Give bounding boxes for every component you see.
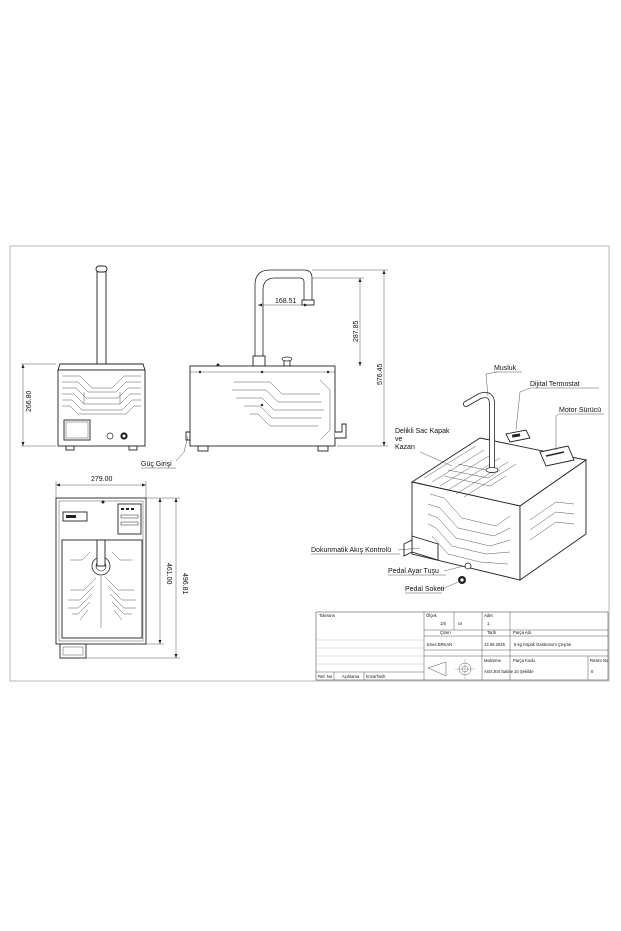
tb-drawn-value: Enes ERKAN bbox=[427, 642, 452, 647]
dim-top-width: 279.00 bbox=[55, 476, 147, 498]
dim-spout-reach: 168.51 bbox=[258, 298, 308, 307]
dim-top-total-depth: 496.81 bbox=[86, 497, 188, 659]
label-thermostat-text: Dijital Termostat bbox=[530, 381, 580, 388]
label-pedal-adjust: Pedal Ayar Tuşu bbox=[388, 565, 465, 576]
front-view bbox=[57, 265, 146, 451]
tb-drawn-label: Çizen bbox=[440, 630, 451, 635]
dim-top-depth-value: 461.00 bbox=[165, 563, 172, 585]
dim-total-height: 576.45 bbox=[312, 269, 388, 447]
tb-tolerance-label: Tolerans bbox=[319, 613, 335, 618]
tb-material-label: Malzeme bbox=[484, 658, 502, 663]
dim-top-total-depth-value: 496.81 bbox=[181, 573, 188, 595]
label-touch-control: Dokunmatik Akış Kontrolü bbox=[311, 547, 421, 555]
dim-top-depth: 461.00 bbox=[146, 497, 172, 645]
label-power-inlet-text: Güç Girişi bbox=[141, 461, 172, 468]
label-faucet-text: Musluk bbox=[494, 365, 517, 372]
tb-description-col: Açıklama bbox=[342, 674, 360, 679]
dim-spout-reach-value: 168.51 bbox=[275, 298, 297, 305]
top-view bbox=[55, 497, 147, 659]
label-perforated-lid-line3: Kazan bbox=[395, 444, 415, 451]
dim-spout-height: 287.85 bbox=[312, 277, 364, 366]
tb-sheet-value: 1 bbox=[487, 621, 490, 626]
label-perforated-lid-line1: Delikli Sac Kapak bbox=[395, 428, 450, 435]
label-faucet: Musluk bbox=[485, 365, 522, 397]
tb-date-value: 14.09.2025 bbox=[484, 642, 506, 647]
projection-symbol-icon bbox=[427, 659, 475, 679]
label-pedal-socket-text: Pedal Soketi bbox=[405, 586, 445, 593]
tb-scale-unit: cs bbox=[458, 621, 462, 626]
tb-part-name-value: 6 kg Köpük Gastronom Çeşme bbox=[514, 642, 572, 647]
label-pedal-socket: Pedal Soketi bbox=[405, 581, 459, 594]
tb-date-label: Tarih bbox=[487, 630, 497, 635]
label-power-inlet: Güç Girişi bbox=[141, 435, 189, 469]
isometric-view bbox=[403, 392, 588, 584]
dim-front-height-value: 266.80 bbox=[26, 390, 33, 412]
dim-total-height-value: 576.45 bbox=[377, 363, 384, 385]
label-motor-driver-text: Motor Sürücü bbox=[559, 407, 601, 414]
side-view bbox=[185, 269, 347, 452]
dim-top-width-value: 279.00 bbox=[91, 476, 113, 483]
tb-drawing-no-label: Resim No bbox=[590, 658, 609, 663]
dim-front-height: 266.80 bbox=[21, 363, 56, 447]
label-perforated-lid-line2: ve bbox=[395, 436, 403, 443]
dim-spout-height-value: 287.85 bbox=[353, 320, 360, 342]
label-perforated-lid: Delikli Sac Kapak ve Kazan bbox=[395, 428, 453, 467]
tb-material-value: AISI 304 Satine bbox=[484, 669, 514, 674]
sheet-border bbox=[9, 245, 610, 682]
tb-scale-value: 1/5 bbox=[440, 621, 446, 626]
svg-text:Delikli Sac Kapak ve: Delikli Sac Kapak ve Kazan bbox=[395, 428, 451, 451]
title-block: Tolerans Ölçek 1/5 cs Adet 1 Çizen Tarih… bbox=[315, 611, 609, 681]
tb-signature-col: İmza/Tarih bbox=[366, 674, 386, 679]
tb-part-code-value: 10 Şekilde bbox=[514, 669, 534, 674]
label-thermostat: Dijital Termostat bbox=[515, 381, 599, 431]
label-touch-control-text: Dokunmatik Akış Kontrolü bbox=[311, 547, 391, 554]
tb-scale-label: Ölçek bbox=[426, 613, 438, 618]
tb-drawing-no-value: 0 bbox=[591, 669, 594, 674]
tb-revision-col: Ref. No bbox=[318, 674, 333, 679]
tb-part-name-label: Parça Adı bbox=[513, 630, 531, 635]
tb-sheet-label: Adet bbox=[484, 613, 493, 618]
label-pedal-adjust-text: Pedal Ayar Tuşu bbox=[388, 568, 439, 575]
label-motor-driver: Motor Sürücü bbox=[555, 407, 604, 450]
tb-part-code-label: Parça Kodu bbox=[513, 658, 536, 663]
